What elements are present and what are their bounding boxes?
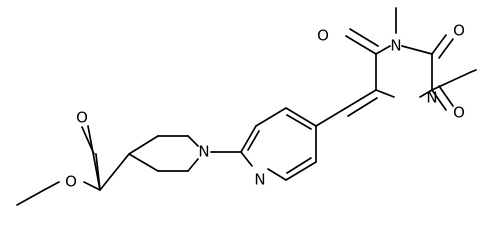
bond-ethyl-ch3 (16, 189, 45, 206)
bond-methylene-double-2 (347, 97, 378, 117)
bond-pip-4 (187, 158, 199, 172)
bond-pyr-5-inner (286, 157, 312, 174)
bond-ester-o-carbon (83, 181, 101, 191)
bond-pip-1 (128, 135, 159, 155)
molecule-structure: O O N N N N O O O (16, 7, 477, 206)
bond-pym-5 (419, 89, 433, 98)
bond-n3-methyl (431, 71, 472, 91)
bond-pyr-5 (285, 161, 317, 181)
atom-n-pyridine: N (254, 171, 265, 189)
bond-pyr-6 (267, 168, 287, 181)
bond-carbonyl-double-1 (87, 125, 101, 191)
bond-pyr-3-inner (286, 114, 312, 130)
atom-o-ether-ester: O (65, 173, 77, 191)
atom-n-pyrimidine-3: N (426, 89, 437, 107)
bond-pyr-3 (285, 107, 317, 127)
bond-methylene-double-1 (345, 89, 377, 109)
molecule-diagram: O O N N N N O O O (16, 7, 477, 206)
bond-pym-3 (401, 45, 433, 55)
bond-ester-to-piperidine (99, 153, 130, 191)
atom-n-pyrimidine-1: N (390, 37, 401, 55)
bond-pyr-1 (240, 125, 257, 153)
bond-pyridine-to-methylene (315, 107, 347, 127)
atom-o-c6: O (453, 104, 465, 122)
bond-carbonyl-double-2 (81, 126, 95, 155)
atom-o-c2: O (453, 22, 465, 40)
atom-n-piperidine: N (198, 143, 209, 161)
bond-ethyl-o (43, 181, 60, 191)
bond-c2-o-2 (438, 38, 454, 59)
bond-pym-2 (375, 45, 391, 55)
bond-pyr-1-inner (247, 130, 260, 151)
bond-c6-o-2 (438, 85, 454, 107)
bond-c4-o-2 (349, 28, 379, 47)
atom-o-c4: O (317, 27, 329, 45)
bond-c2-o-1 (431, 34, 447, 55)
atom-o-carbonyl-ester: O (76, 109, 88, 127)
bond-pym-6 (375, 89, 395, 98)
bond-n3-methyl-ext (470, 69, 477, 73)
bond-pyr-2 (255, 107, 287, 127)
bond-pyr-7 (240, 151, 253, 167)
bond-c4-o-1 (345, 35, 377, 55)
bond-pip-6 (128, 153, 159, 172)
bond-c6-o-1 (431, 89, 447, 111)
bond-pip-3 (187, 135, 199, 147)
